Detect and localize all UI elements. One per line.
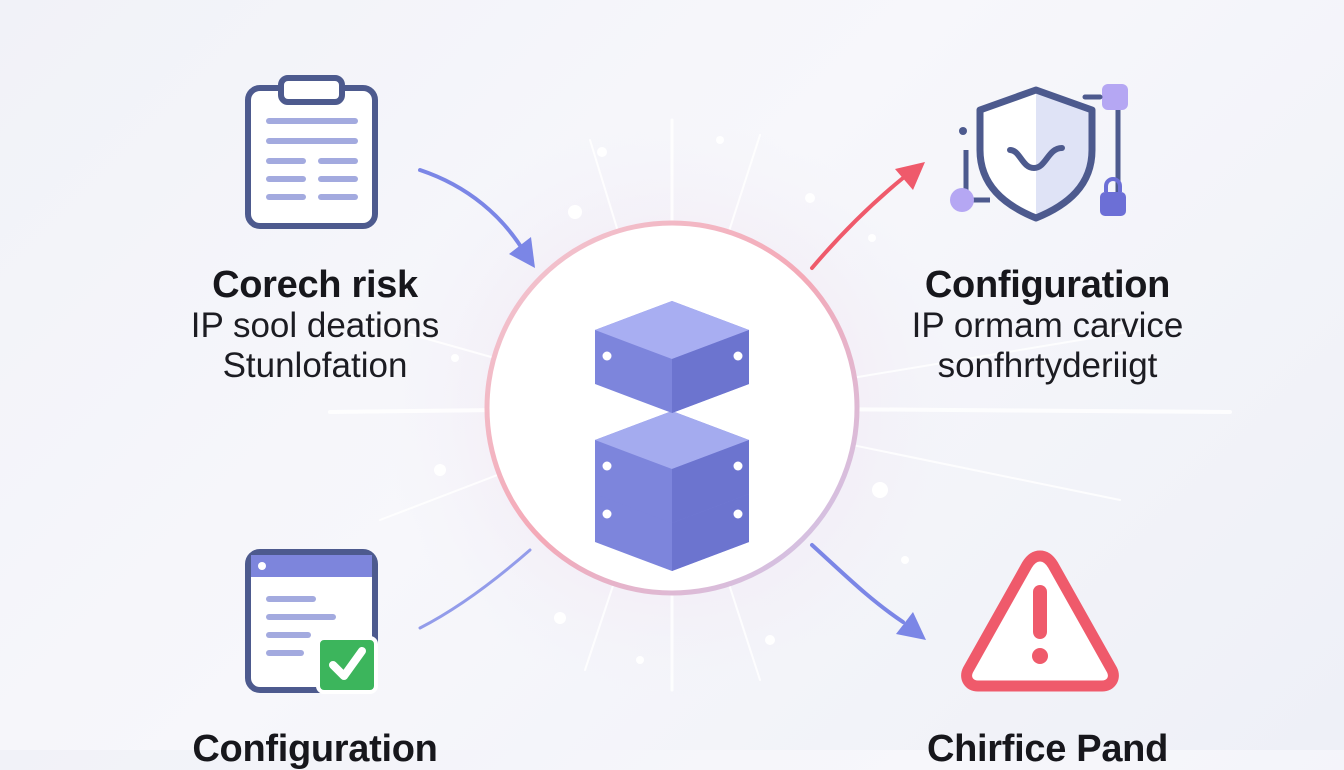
sparkles bbox=[434, 136, 909, 664]
node-title-bottom-right: Chirfice Pand bbox=[926, 728, 1169, 770]
arrow-topleft-head bbox=[509, 237, 535, 268]
node-desc-top-right-2: sonfhrtyderiigt bbox=[937, 346, 1158, 385]
node-desc-top-left-2: Stunlofation bbox=[222, 346, 408, 385]
arrow-center-to-bottomright bbox=[810, 543, 905, 624]
server-stack-icon bbox=[595, 301, 749, 571]
node-title-top-left: Corech risk bbox=[212, 264, 418, 306]
node-label-top-left: Corech risk IP sool deations Stunlofatio… bbox=[140, 264, 490, 386]
node-title-bottom-left: Configuration bbox=[192, 728, 438, 770]
node-label-top-right: Configuration IP ormam carvice sonfhrtyd… bbox=[875, 264, 1220, 386]
node-label-bottom-right: Chirfice Pand bbox=[875, 728, 1220, 770]
arrow-topright-head bbox=[895, 162, 925, 190]
arrow-bottomright-head bbox=[896, 612, 926, 640]
node-desc-top-right-1: IP ormam carvice bbox=[911, 306, 1184, 345]
diagram-graphics bbox=[245, 75, 1128, 698]
arrow-bottomleft-to-center bbox=[418, 548, 532, 630]
clipboard-icon bbox=[245, 75, 378, 229]
node-label-bottom-left: Configuration bbox=[140, 728, 490, 770]
shield-network-icon bbox=[950, 84, 1128, 222]
document-check-icon bbox=[245, 549, 378, 694]
warning-icon bbox=[961, 550, 1119, 692]
node-title-top-right: Configuration bbox=[924, 264, 1171, 306]
diagram-canvas: Corech risk IP sool deations Stunlofatio… bbox=[140, 75, 1220, 770]
node-desc-top-left-1: IP sool deations bbox=[190, 306, 440, 345]
arrow-center-to-topright bbox=[810, 176, 905, 270]
